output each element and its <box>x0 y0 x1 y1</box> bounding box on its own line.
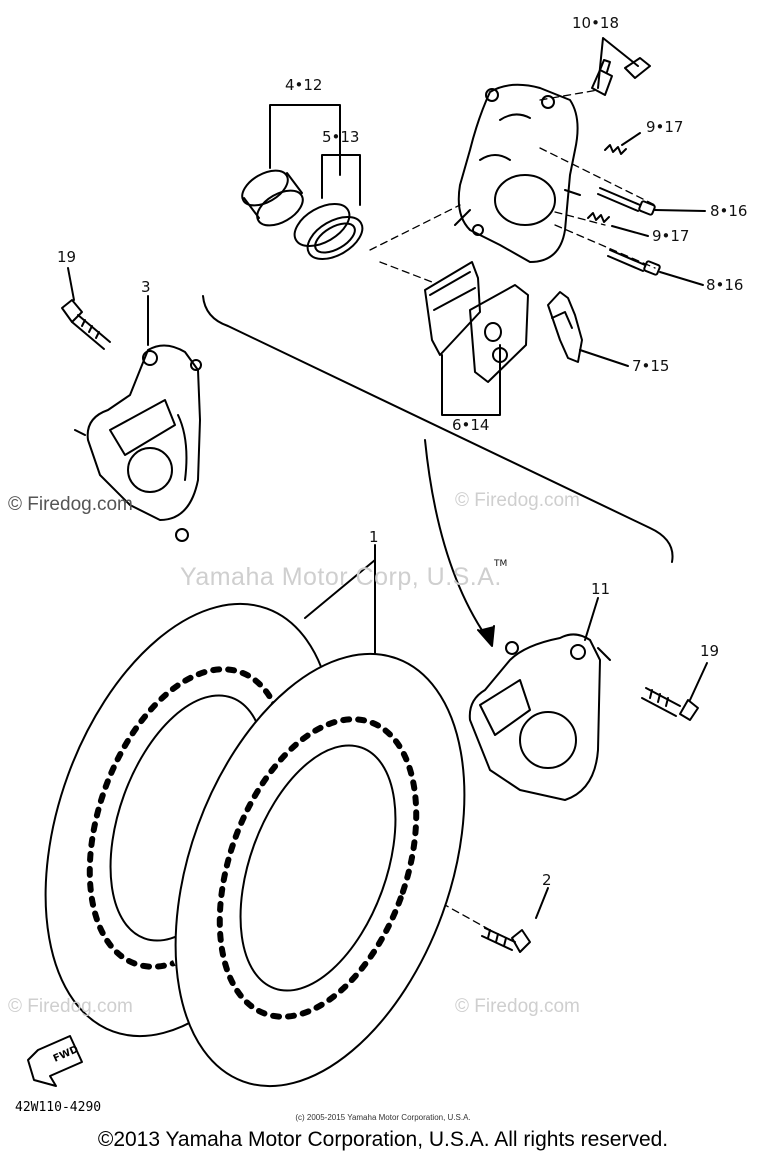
leader-9-17-a <box>621 132 641 146</box>
leader-19-b <box>689 662 708 701</box>
label-3: 3 <box>141 278 151 296</box>
label-9-17-a: 9•17 <box>646 118 684 136</box>
copyright-notice: ©2013 Yamaha Motor Corporation, U.S.A. A… <box>97 1128 669 1151</box>
watermark-yamaha: Yamaha Motor Corp, U.S.A. <box>180 563 502 591</box>
leader-6-14 <box>441 344 501 416</box>
label-11: 11 <box>591 580 611 598</box>
label-4-12: 4•12 <box>285 76 323 94</box>
label-9-17-b: 9•17 <box>652 227 690 245</box>
leader-19-a <box>67 267 75 301</box>
diagram-code: 42W110-4290 <box>15 1100 102 1115</box>
spring-9-17-a <box>604 144 627 155</box>
label-5-13: 5•13 <box>322 128 360 146</box>
label-8-16-a: 8•16 <box>710 202 748 220</box>
leader-2 <box>535 887 549 919</box>
leader-5-13 <box>321 154 361 206</box>
bolt-19-a <box>61 299 111 350</box>
pad-clip <box>547 291 583 363</box>
dash-line-3 <box>539 147 656 206</box>
watermark-firedog-2: © Firedog.com <box>455 490 580 511</box>
fwd-arrow-text: FWD <box>52 1044 80 1065</box>
bleed-screw <box>591 57 651 96</box>
dash-line-5 <box>554 224 656 269</box>
tm-mark: TM <box>494 559 508 569</box>
flow-arrow <box>424 439 491 643</box>
pin-8-16-b <box>607 249 661 276</box>
leader-4-12 <box>269 104 341 176</box>
fwd-arrow-shape <box>27 1035 83 1087</box>
bolt-19-b <box>641 687 699 721</box>
dash-line-6 <box>539 89 599 101</box>
label-1: 1 <box>369 528 379 546</box>
watermark-firedog-3: © Firedog.com <box>8 996 133 1017</box>
caliper-3 <box>74 344 202 542</box>
leader-9-17-b <box>611 225 649 237</box>
dash-line-2 <box>379 261 433 283</box>
caliper-11 <box>468 633 611 801</box>
group-bracket-line <box>202 295 674 563</box>
label-19-a: 19 <box>57 248 77 266</box>
leader-10-18 <box>597 37 639 89</box>
flow-arrow-head <box>477 625 495 647</box>
label-2: 2 <box>542 871 552 889</box>
leader-11 <box>584 597 599 641</box>
watermark-firedog-1: © Firedog.com <box>8 494 133 515</box>
label-10-18: 10•18 <box>572 14 620 32</box>
spring-9-17-b <box>587 212 610 223</box>
leader-8-16-b <box>659 271 704 286</box>
dash-line-4 <box>554 211 606 226</box>
leader-8-16-a <box>654 209 706 212</box>
label-19-b: 19 <box>700 642 720 660</box>
dash-line-1 <box>369 204 461 251</box>
label-8-16-b: 8•16 <box>706 276 744 294</box>
caliper-upper <box>454 83 581 263</box>
disc-bolt-2 <box>481 927 531 953</box>
label-6-14: 6•14 <box>452 416 490 434</box>
small-copyright: (c) 2005-2015 Yamaha Motor Corporation, … <box>295 1113 471 1122</box>
piston-seal-5-13 <box>293 202 364 261</box>
brake-disc-front <box>169 652 466 1088</box>
leader-7-15 <box>579 349 629 367</box>
label-7-15: 7•15 <box>632 357 670 375</box>
piston-seal-4-12 <box>241 169 304 227</box>
watermark-firedog-4: © Firedog.com <box>455 996 580 1017</box>
brake-pad-set <box>424 261 529 383</box>
pin-8-16-a <box>597 187 656 216</box>
